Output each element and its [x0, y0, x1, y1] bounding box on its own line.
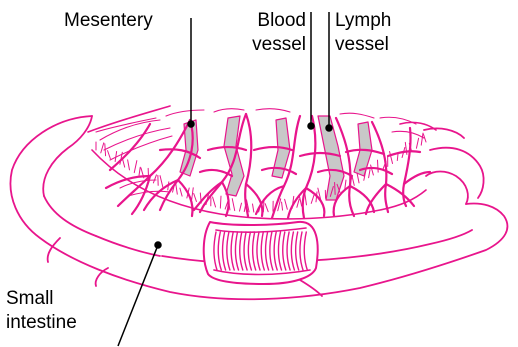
blood-vessel-pointer-dot — [308, 123, 314, 129]
intestine-cut-section — [204, 222, 318, 284]
lymph-vessel-label-line1: Lymph — [335, 9, 391, 33]
lymph-vessel-label: Lymph vessel — [335, 9, 391, 57]
blood-vessel-label-line2: vessel — [230, 33, 306, 57]
small-intestine-label: Small intestine — [6, 287, 77, 335]
blood-vessel-label-line1: Blood — [230, 9, 306, 33]
mesentery-pointer-dot — [188, 121, 194, 127]
small-intestine-label-line2: intestine — [6, 311, 77, 335]
lymph-vessel-pointer-dot — [326, 125, 332, 131]
small-intestine-pointer — [118, 245, 158, 346]
lymph-vessels — [180, 116, 372, 200]
blood-vessel-label: Blood vessel — [230, 9, 306, 57]
mesentery-label-text: Mesentery — [64, 9, 153, 33]
blood-vessel-network — [106, 114, 430, 218]
small-intestine-pointer-dot — [155, 242, 161, 248]
mesentery-label: Mesentery — [64, 9, 153, 33]
small-intestine-label-line1: Small — [6, 287, 77, 311]
lymph-vessel-label-line2: vessel — [335, 33, 391, 57]
